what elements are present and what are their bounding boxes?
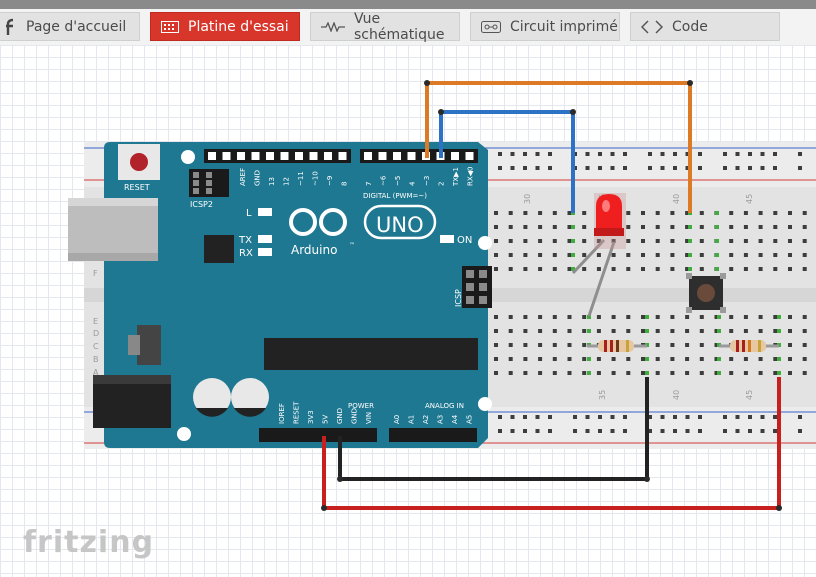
pin-label: 5V (322, 415, 330, 424)
tab-label: Vue schématique (354, 10, 445, 43)
pin-label: A3 (437, 415, 445, 424)
pin-label: ~9 (326, 176, 334, 186)
col-label-35-bottom: 35 (598, 390, 607, 400)
pcb-icon (481, 20, 501, 33)
col-label-45-bottom: 45 (745, 390, 754, 400)
analog-label: ANALOG IN (425, 402, 464, 410)
analog-header (389, 428, 477, 442)
tab-home[interactable]: Page d'accueil (0, 12, 140, 41)
pin-label: RX◀0 (467, 167, 475, 187)
fritzing-logo: fritzing (23, 525, 155, 560)
pin-label: GND (254, 170, 262, 186)
wire-orange[interactable] (425, 81, 692, 213)
row-label-e: E (93, 317, 98, 326)
pin-label: ~11 (297, 171, 305, 186)
pin-label: 3V3 (307, 410, 315, 424)
uno-badge (363, 204, 437, 240)
pin-label: ~5 (394, 176, 402, 186)
col-label-30: 30 (523, 194, 532, 204)
pin-label: RESET (293, 401, 301, 424)
view-tab-bar: Page d'accueil Platine d'essai Vue schém… (0, 0, 816, 46)
code-brackets-icon (641, 19, 663, 34)
reset-label: RESET (124, 183, 150, 192)
pin-label: ~10 (312, 171, 320, 186)
wire-red[interactable] (322, 377, 781, 510)
pin-label: 13 (268, 177, 276, 186)
capacitor (193, 378, 231, 416)
push-button[interactable] (686, 273, 726, 313)
logo-symbols (298, 217, 338, 227)
pin-label: AREF (239, 168, 247, 186)
pin-label: A4 (451, 414, 459, 424)
tx-label: TX (238, 235, 252, 246)
led-tx (258, 235, 272, 243)
pin-label: A1 (408, 415, 416, 424)
l-label: L (246, 208, 252, 219)
window-top-strip (0, 0, 816, 9)
pin-label: GND (351, 408, 359, 424)
tab-code[interactable]: Code (630, 12, 780, 41)
arduino-logo-icon (289, 208, 347, 236)
led-on (440, 235, 454, 243)
pin-label: GND (336, 408, 344, 424)
row-label-d: D (93, 329, 99, 338)
led-l (258, 208, 272, 216)
pin-label: A2 (422, 415, 430, 424)
power-header (259, 428, 377, 442)
wire-blue[interactable] (439, 110, 575, 213)
tab-label: Platine d'essai (188, 18, 289, 35)
resistor-button[interactable] (719, 340, 779, 352)
voltage-regulator (137, 325, 161, 365)
pin-label: VIN (365, 412, 373, 424)
pin-label: TX▶1 (452, 167, 460, 187)
trademark: ™ (349, 242, 355, 249)
digital-label: DIGITAL (PWM=~) (363, 192, 427, 200)
brand-label: Arduino (291, 243, 337, 257)
pin-label: 12 (283, 177, 291, 186)
pin-label: ~3 (423, 176, 431, 186)
breadboard-icon (161, 20, 179, 33)
row-label-a: A (93, 368, 99, 377)
fritzing-f-icon (6, 18, 14, 35)
pin-label: IOREF (278, 403, 286, 424)
pin-label: 4 (409, 181, 417, 186)
row-label-b: B (93, 355, 99, 364)
icsp-label: ICSP (454, 289, 463, 307)
atmega-chip (264, 338, 478, 370)
on-label: ON (457, 235, 472, 246)
col-label-40-bottom: 40 (672, 390, 681, 400)
col-label-45: 45 (745, 194, 754, 204)
row-label-f: F (93, 269, 98, 278)
pin-label: 2 (438, 182, 446, 186)
usb-chip (204, 235, 234, 263)
model-label: UNO (376, 213, 424, 237)
pin-label: 8 (341, 182, 349, 186)
pin-label: 7 (365, 182, 373, 186)
pin-label: ~6 (380, 175, 388, 186)
row-label-c: C (93, 342, 99, 351)
tab-label: Code (672, 18, 708, 35)
tab-pcb[interactable]: Circuit imprimé (470, 12, 620, 41)
power-label: POWER (348, 402, 374, 410)
arduino-uno-board[interactable]: RESET ICSP2 L TX RX ON UNO Ard (68, 142, 492, 448)
tab-breadboard[interactable]: Platine d'essai (150, 12, 300, 41)
col-label-40: 40 (672, 194, 681, 204)
usb-port (68, 198, 158, 261)
tab-label: Circuit imprimé (510, 18, 618, 35)
resistor-led[interactable] (587, 340, 647, 352)
tab-schematic[interactable]: Vue schématique (310, 10, 460, 43)
rx-label: RX (239, 248, 253, 259)
led-rx (258, 248, 272, 256)
red-led[interactable] (571, 193, 626, 317)
icsp2-label: ICSP2 (190, 200, 213, 209)
resistor-symbol-icon (321, 21, 345, 32)
tab-label: Page d'accueil (26, 18, 127, 35)
pin-label: A0 (393, 415, 401, 424)
pin-label: A5 (466, 415, 474, 424)
digital-header-2 (360, 149, 478, 163)
wire-black[interactable] (338, 377, 649, 481)
capacitor (231, 378, 269, 416)
